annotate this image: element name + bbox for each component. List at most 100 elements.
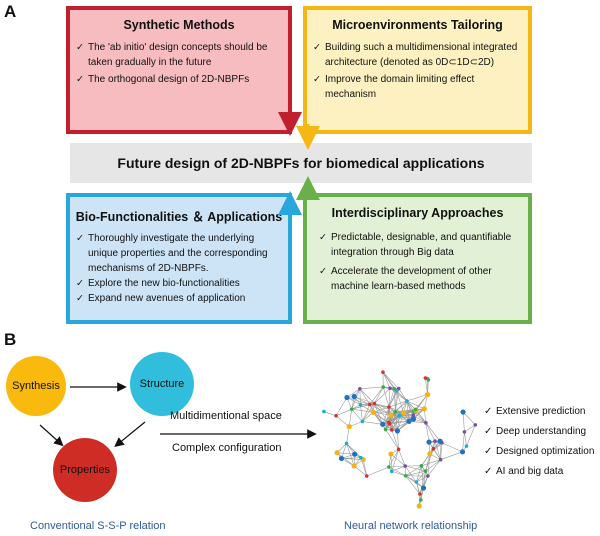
- list-item: Building such a multidimensional integra…: [313, 40, 522, 70]
- list-item: Accelerate the development of other mach…: [319, 264, 522, 294]
- network-edge: [359, 386, 384, 390]
- network-edge: [464, 431, 467, 447]
- network-edge: [393, 388, 396, 412]
- network-edge: [397, 430, 399, 450]
- list-item: Improve the domain limiting effect mecha…: [313, 72, 522, 102]
- network-edge: [353, 465, 367, 477]
- network-edge: [427, 459, 441, 477]
- network-node: [334, 413, 338, 418]
- network-edge: [416, 475, 429, 483]
- list-item: Thoroughly investigate the underlying un…: [76, 231, 284, 276]
- network-node: [364, 474, 369, 478]
- interdisciplinary-title: Interdisciplinary Approaches: [331, 206, 504, 220]
- network-node: [403, 464, 407, 468]
- network-node: [387, 465, 391, 469]
- network-edge: [415, 394, 428, 410]
- network-node: [426, 474, 430, 478]
- network-node: [387, 405, 391, 409]
- network-node: [380, 421, 386, 427]
- network-edge: [462, 431, 465, 452]
- network-node: [426, 439, 432, 445]
- network-edge: [359, 388, 361, 405]
- network-edge: [398, 388, 408, 402]
- network-node: [381, 385, 386, 389]
- network-edge: [391, 421, 410, 431]
- network-edge: [388, 449, 399, 468]
- network-edge: [385, 429, 399, 450]
- arrow-synthesis-properties: [39, 424, 64, 447]
- network-edge: [391, 449, 399, 472]
- network-edge: [351, 408, 363, 422]
- network-edge: [388, 421, 410, 423]
- network-edge: [374, 403, 384, 425]
- network-edge: [335, 408, 352, 417]
- network-edge: [382, 372, 391, 389]
- network-node: [433, 439, 437, 443]
- network-edge: [425, 422, 441, 442]
- bio-functionalities-list: Thoroughly investigate the underlying un…: [70, 231, 288, 306]
- network-edge: [396, 390, 408, 402]
- list-item: Explore the new bio-functionalities: [76, 276, 284, 291]
- network-edge: [425, 459, 441, 472]
- network-node: [389, 469, 394, 474]
- network-edge: [405, 465, 426, 472]
- network-node: [421, 406, 427, 412]
- network-edge: [421, 465, 424, 489]
- network-edge: [406, 400, 416, 410]
- network-edge: [388, 400, 407, 408]
- network-edge: [335, 397, 348, 416]
- network-node: [352, 451, 358, 457]
- network-edge: [382, 371, 399, 389]
- neural-network-brain: [322, 370, 478, 509]
- interdisciplinary-box: Interdisciplinary Approaches Predictable…: [303, 193, 532, 324]
- network-edge: [398, 449, 406, 467]
- network-edge: [359, 388, 375, 404]
- network-edge: [408, 421, 426, 424]
- synthesis-node: Synthesis: [6, 356, 66, 416]
- network-node: [344, 441, 349, 446]
- network-edge: [369, 404, 383, 425]
- network-edge: [374, 386, 384, 404]
- network-edge: [388, 388, 395, 408]
- network-node: [351, 463, 357, 469]
- network-node: [423, 469, 428, 473]
- network-edge: [382, 411, 396, 425]
- neural-caption: Neural network relationship: [344, 520, 478, 532]
- list-item: AI and big data: [484, 462, 594, 482]
- network-node: [358, 386, 362, 391]
- synthetic-methods-title: Synthetic Methods: [123, 18, 235, 32]
- network-node: [349, 407, 354, 411]
- panel-b-label: B: [4, 330, 17, 349]
- network-node: [420, 485, 427, 491]
- bio-functionalities-title: Bio-Functionalities ＆ Applications: [75, 210, 283, 224]
- benefits-list: Extensive prediction Deep understanding …: [484, 402, 594, 482]
- network-edge: [346, 397, 370, 405]
- network-edge: [425, 422, 436, 442]
- list-item: Deep understanding: [484, 422, 594, 442]
- network-node: [414, 480, 419, 484]
- network-edge: [395, 390, 397, 412]
- network-edge: [374, 403, 389, 423]
- network-edge: [390, 454, 393, 472]
- network-edge: [395, 411, 414, 420]
- network-edge: [396, 390, 404, 413]
- network-node: [473, 423, 478, 427]
- network-node: [372, 401, 377, 406]
- panel-b-arrows: [39, 382, 317, 448]
- network-edge: [405, 475, 424, 489]
- network-edge: [395, 409, 416, 413]
- network-edge: [359, 388, 370, 405]
- network-edge: [382, 406, 390, 425]
- network-node: [410, 416, 417, 422]
- network-node: [334, 450, 340, 456]
- interdisciplinary-list: Predictable, designable, and quantifiabl…: [307, 230, 528, 294]
- network-edge: [366, 466, 389, 477]
- network-edge: [391, 415, 400, 431]
- network-edge: [464, 424, 476, 433]
- network-edge: [385, 406, 390, 430]
- network-edge: [427, 453, 431, 477]
- network-edge: [404, 465, 417, 483]
- network-node: [381, 370, 385, 374]
- network-edge: [433, 448, 441, 460]
